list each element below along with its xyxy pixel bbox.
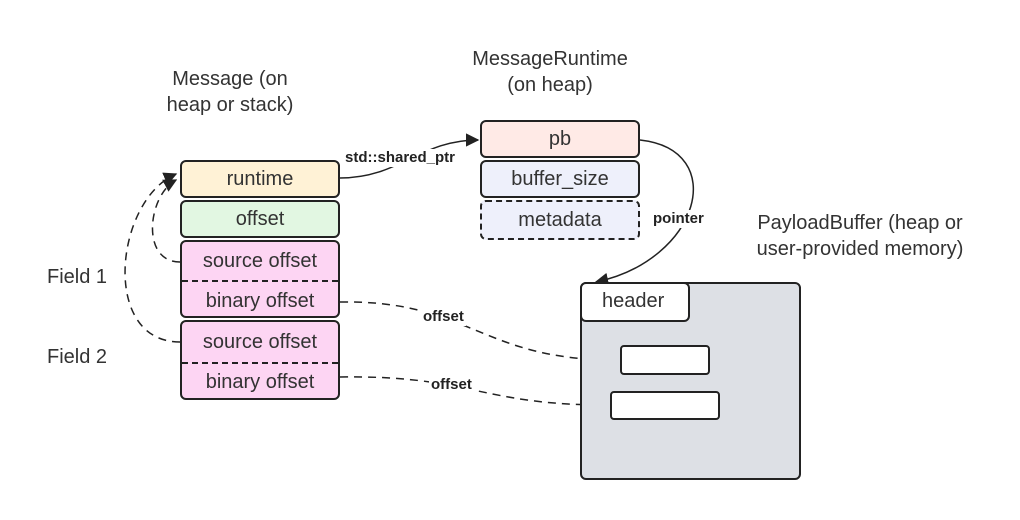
field2-binary-offset: binary offset bbox=[205, 370, 315, 393]
pointer-arrow bbox=[594, 139, 695, 287]
offset1-label: offset bbox=[421, 308, 466, 326]
field1-binary-arrow bbox=[339, 301, 618, 367]
field1-source-arrow bbox=[151, 179, 181, 263]
runtime-metadata-cell: metadata bbox=[480, 200, 640, 240]
field1-label: Field 1 bbox=[47, 266, 108, 288]
message-offset-cell: offset bbox=[180, 200, 340, 238]
payload-buffer-caption: PayloadBuffer (heap or user-provided mem… bbox=[756, 212, 964, 260]
field1-binary-offset: binary offset bbox=[205, 289, 315, 312]
offset2-label: offset bbox=[429, 376, 474, 394]
field2-source-arrow bbox=[124, 172, 181, 343]
message-runtime-caption: MessageRuntime (on heap) bbox=[472, 48, 628, 96]
payload-slot-2 bbox=[610, 391, 720, 420]
runtime-buffer-size-cell: buffer_size bbox=[480, 160, 640, 198]
field1-cell: source offset binary offset bbox=[180, 240, 340, 318]
field1-source-offset: source offset bbox=[202, 249, 318, 272]
field2-binary-arrow bbox=[339, 376, 608, 412]
field1-divider bbox=[182, 280, 338, 282]
payload-header: header bbox=[580, 282, 690, 322]
field2-cell: source offset binary offset bbox=[180, 320, 340, 400]
runtime-pb-cell: pb bbox=[480, 120, 640, 158]
field2-label: Field 2 bbox=[47, 346, 108, 368]
field2-source-offset: source offset bbox=[202, 330, 318, 353]
shared-ptr-label: std::shared_ptr bbox=[343, 149, 458, 167]
payload-slot-1 bbox=[620, 345, 710, 375]
message-runtime-cell: runtime bbox=[180, 160, 340, 198]
field2-divider bbox=[182, 362, 338, 364]
pointer-label: pointer bbox=[651, 210, 706, 228]
message-caption: Message (on heap or stack) bbox=[166, 68, 294, 116]
